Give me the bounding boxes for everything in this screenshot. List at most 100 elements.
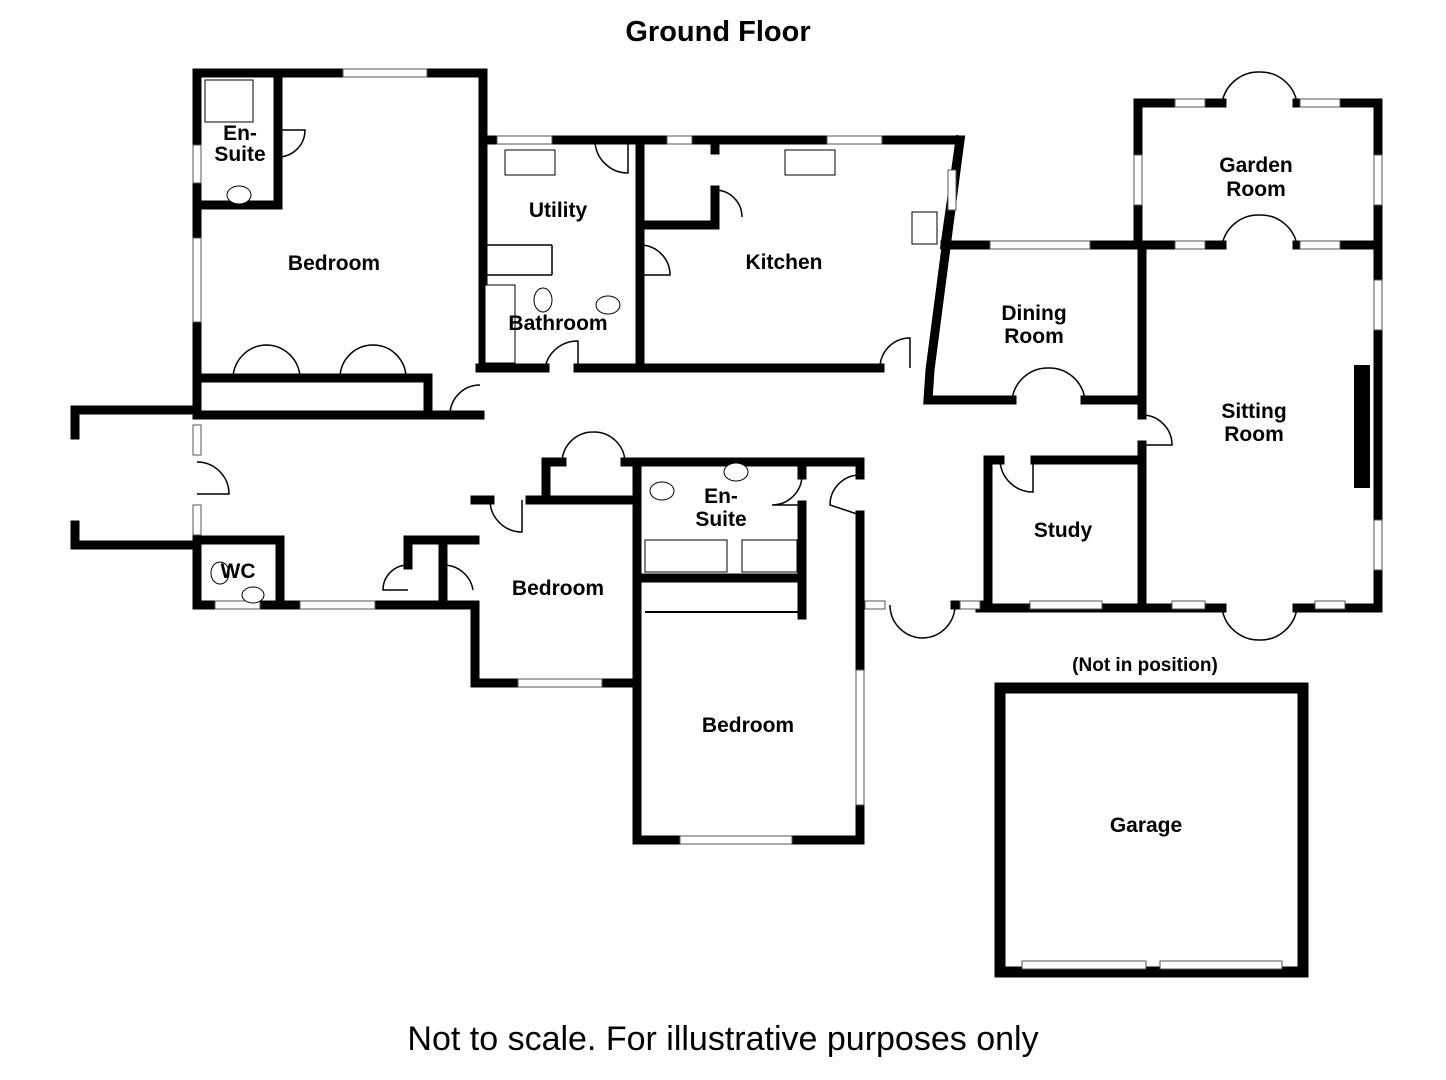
window <box>192 237 202 323</box>
door-swing <box>561 431 626 463</box>
window <box>864 600 886 610</box>
window <box>947 169 957 211</box>
door-swing <box>829 474 861 516</box>
wall <box>192 535 285 605</box>
toilet <box>210 561 230 585</box>
window <box>1299 98 1341 108</box>
label-kitchen: Kitchen <box>745 251 822 274</box>
basin <box>595 295 621 315</box>
window <box>496 135 553 145</box>
label-sitting-room-b: Room <box>1224 423 1284 446</box>
wall <box>541 457 567 505</box>
door-swing <box>594 139 629 174</box>
window <box>342 68 428 78</box>
door-swing <box>449 384 481 416</box>
label-dining-room-b: Room <box>1004 325 1064 348</box>
label-ensuite-1a: En- <box>223 122 257 145</box>
label-garden-room-a: Garden <box>1219 154 1293 177</box>
bath <box>484 284 516 364</box>
wall <box>198 373 433 420</box>
label-study: Study <box>1034 519 1093 542</box>
door-swing <box>489 499 523 533</box>
label-ensuite-2a: En- <box>704 485 738 508</box>
label-bathroom: Bathroom <box>508 312 607 335</box>
window <box>1299 240 1341 250</box>
label-bedroom-1: Bedroom <box>288 252 380 275</box>
wall <box>1133 98 1227 250</box>
basin <box>723 462 749 482</box>
window <box>192 144 202 184</box>
window <box>1314 600 1346 610</box>
window <box>192 504 202 536</box>
door-swing <box>879 337 911 369</box>
wall <box>635 185 720 230</box>
sink <box>784 149 836 176</box>
label-dining-room-a: Dining <box>1001 302 1066 325</box>
window <box>1159 960 1283 970</box>
label-sitting-room-a: Sitting <box>1221 400 1286 423</box>
window <box>826 135 883 145</box>
wall <box>620 457 865 480</box>
label-garage: Garage <box>1110 814 1182 837</box>
door-swing <box>382 564 409 591</box>
label-utility: Utility <box>529 199 588 222</box>
fixtures <box>204 79 1370 604</box>
wall <box>192 75 283 210</box>
label-wc: WC <box>221 560 256 583</box>
wall <box>470 600 642 688</box>
window <box>517 678 603 688</box>
window <box>192 424 202 456</box>
toilet <box>533 287 553 313</box>
window <box>989 240 1091 250</box>
basin <box>241 586 265 604</box>
floor-title-text: Ground Floor <box>625 16 811 48</box>
door-swing <box>889 604 956 639</box>
wall <box>983 455 1005 610</box>
window <box>1373 154 1383 206</box>
door-swing <box>1011 367 1086 401</box>
wall <box>923 134 1017 405</box>
window <box>855 669 865 806</box>
basin <box>226 185 252 205</box>
window <box>1174 240 1206 250</box>
window <box>1029 600 1103 610</box>
door-swing <box>771 474 803 506</box>
sink <box>504 149 556 176</box>
door-swing <box>1141 414 1173 446</box>
window <box>959 600 981 610</box>
door-swing <box>1221 607 1298 641</box>
wall <box>632 457 865 845</box>
window <box>299 600 376 610</box>
wall <box>70 405 202 440</box>
window <box>1373 279 1383 331</box>
wall <box>1292 98 1383 613</box>
doors <box>196 71 1298 641</box>
door-swing <box>442 564 474 591</box>
window <box>1174 98 1206 108</box>
label-bedroom-2: Bedroom <box>512 577 604 600</box>
hob <box>911 211 938 245</box>
door-swing <box>714 189 743 218</box>
window <box>1373 519 1383 571</box>
shower <box>204 79 254 123</box>
door-swing <box>1221 71 1298 104</box>
window <box>679 835 793 845</box>
window <box>1171 600 1206 610</box>
window <box>666 135 693 145</box>
wall <box>70 520 480 610</box>
door-swing <box>1221 214 1298 246</box>
toilet <box>649 481 675 501</box>
door-swing <box>339 344 407 379</box>
label-ensuite-1b: Suite <box>214 143 265 166</box>
garage-note: (Not in position) <box>1072 655 1218 676</box>
wall <box>994 682 1309 978</box>
label-ensuite-2b: Suite <box>695 508 746 531</box>
shower-tray <box>741 539 798 573</box>
door-swing <box>277 129 306 158</box>
fireplace <box>1354 365 1370 488</box>
door-swing <box>999 459 1034 493</box>
bath <box>644 539 728 573</box>
windows <box>192 68 1383 970</box>
disclaimer: Not to scale. For illustrative purposes … <box>407 1020 1039 1058</box>
